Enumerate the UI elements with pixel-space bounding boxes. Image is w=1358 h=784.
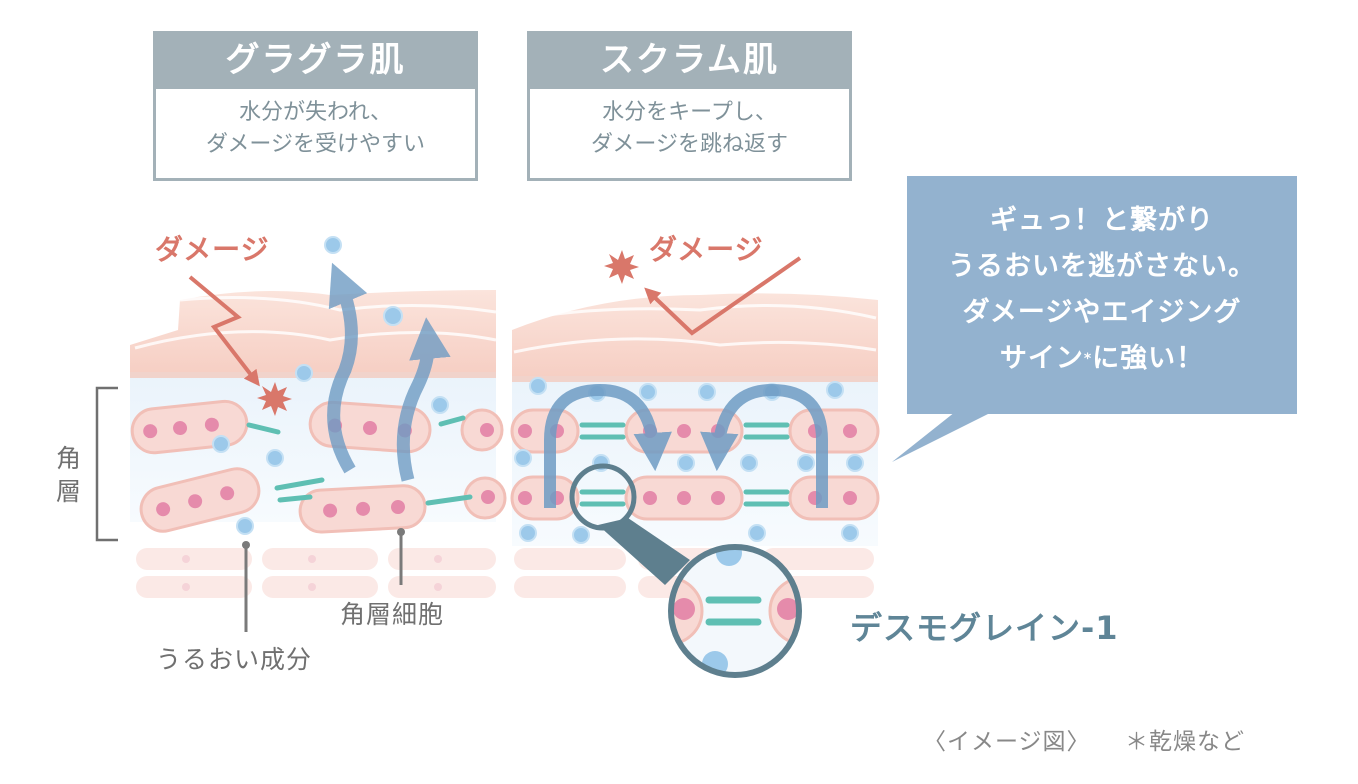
damage-label-right: ダメージ bbox=[649, 233, 764, 266]
stratum-label-line: 層 bbox=[56, 477, 83, 506]
bubble-tail-text: に強い！ bbox=[1092, 343, 1205, 374]
panel-desc-scrum: 水分をキープし、 ダメージを跳ね返す bbox=[527, 89, 852, 181]
cell-label: 角層細胞 bbox=[340, 600, 445, 629]
damage-label-left: ダメージ bbox=[155, 233, 270, 266]
panel-desc-line: ダメージを受けやすい bbox=[206, 132, 425, 157]
panel-title-unstable: グラグラ肌 bbox=[153, 31, 478, 89]
bubble-sign-word: サイン bbox=[999, 343, 1084, 374]
panel-desc-line: 水分が失われ、 bbox=[238, 100, 393, 125]
desmoglein-label: デスモグレイン-1 bbox=[850, 609, 1119, 647]
image-note: 〈イメージ図〉 bbox=[923, 729, 1091, 755]
bubble-tail bbox=[892, 412, 992, 462]
moisture-label: うるおい成分 bbox=[156, 645, 313, 674]
footnote-mark: * bbox=[1083, 351, 1093, 367]
left-skin-block bbox=[95, 236, 507, 632]
footnote: ＊乾燥など bbox=[1125, 729, 1245, 755]
panel-desc-line: 水分をキープし、 bbox=[602, 100, 777, 125]
right-skin-block bbox=[510, 250, 880, 678]
speech-bubble: ギュっ！と繋がり うるおいを逃がさない。 ダメージやエイジング サイン*に強い！ bbox=[907, 176, 1297, 414]
bubble-line: うるおいを逃がさない。 bbox=[948, 251, 1256, 282]
panel-desc-unstable: 水分が失われ、 ダメージを受けやすい bbox=[153, 89, 478, 181]
bubble-line: サイン*に強い！ bbox=[907, 336, 1297, 382]
panel-title-scrum: スクラム肌 bbox=[527, 31, 852, 89]
stratum-label: 角 層 bbox=[56, 442, 82, 508]
panel-desc-line: ダメージを跳ね返す bbox=[591, 132, 788, 157]
stratum-label-line: 角 bbox=[56, 444, 83, 473]
bubble-line: ダメージやエイジング bbox=[962, 297, 1242, 328]
bubble-line: ギュっ！と繋がり bbox=[990, 205, 1214, 236]
